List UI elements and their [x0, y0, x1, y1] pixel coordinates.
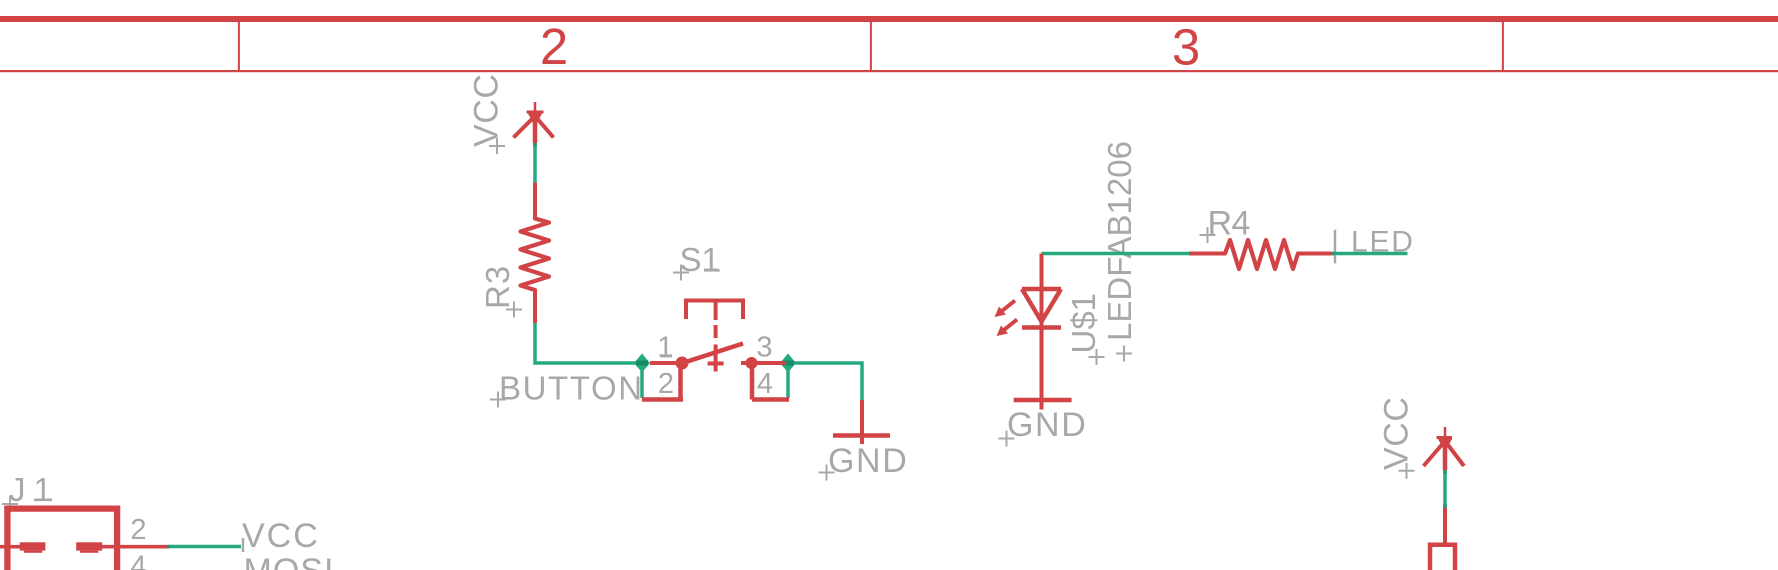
- svg-text:GND: GND: [828, 442, 908, 480]
- svg-text:3: 3: [756, 332, 772, 364]
- svg-text:VCC: VCC: [242, 517, 320, 555]
- svg-text:2: 2: [540, 18, 568, 75]
- svg-text:MOSI: MOSI: [244, 552, 335, 570]
- svg-text:2: 2: [130, 514, 146, 546]
- svg-text:VCC: VCC: [468, 73, 506, 147]
- svg-text:R4: R4: [1208, 205, 1250, 243]
- svg-text:GND: GND: [1007, 406, 1087, 444]
- svg-text:VCC: VCC: [1378, 396, 1416, 470]
- svg-text:4: 4: [130, 551, 146, 570]
- svg-text:U$1: U$1: [1065, 293, 1102, 354]
- svg-text:J1: J1: [9, 471, 60, 508]
- svg-text:2: 2: [658, 368, 674, 400]
- svg-text:R3: R3: [479, 265, 516, 309]
- svg-text:BUTTON: BUTTON: [499, 370, 644, 407]
- svg-text:3: 3: [1172, 19, 1200, 76]
- svg-text:4: 4: [757, 368, 773, 400]
- svg-text:1: 1: [657, 332, 673, 364]
- svg-text:LEDFAB1206: LEDFAB1206: [1101, 141, 1138, 341]
